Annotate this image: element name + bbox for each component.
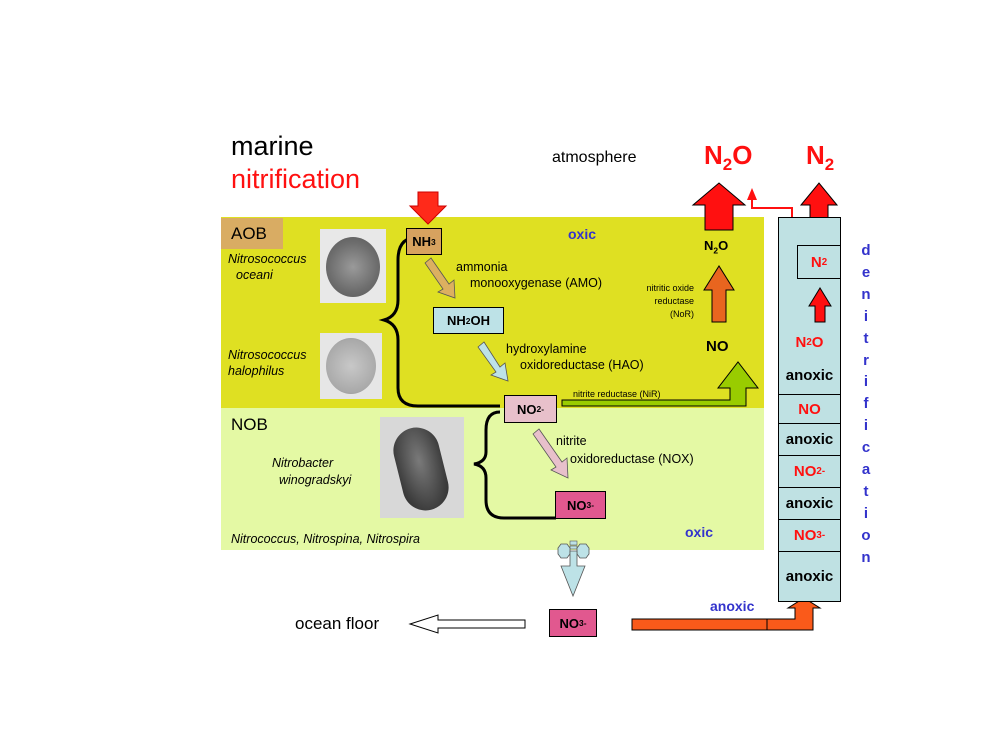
letter: i [863, 373, 869, 391]
letter: n [861, 285, 871, 303]
nob-other-genera: Nitrococcus, Nitrospina, Nitrospira [231, 532, 420, 546]
aob-brace [378, 235, 500, 408]
micrograph-nitrobacter-winogradskyi [380, 417, 464, 518]
ocean-floor-label: ocean floor [295, 614, 380, 633]
letter: d [861, 242, 871, 259]
letter: e [861, 263, 871, 281]
amo-arrow-icon [424, 257, 456, 299]
nob-brace [473, 410, 556, 520]
nir-arrow-icon [561, 361, 760, 407]
aob-label: AOB [221, 218, 283, 249]
column-cell-anoxic: anoxic [785, 366, 834, 384]
denitrification-vertical-label: d e n i t r i f i c a t i o n [856, 240, 876, 569]
n2o-atmosphere-label: N2O [704, 140, 753, 175]
letter: a [861, 461, 871, 479]
bottom-anoxic-label: anoxic [710, 598, 755, 614]
nor-arrow-icon [703, 265, 735, 323]
nox-arrow-icon [532, 428, 569, 479]
letter: n [861, 548, 871, 566]
n2o-intermediate-label: N2O [704, 238, 729, 256]
n2o-to-n2-arrow-icon [808, 287, 832, 323]
nob-zone [221, 408, 764, 550]
title-marine: marine [231, 131, 314, 161]
letter: c [861, 439, 871, 457]
column-cell-anoxic: anoxic [779, 551, 840, 601]
letter: t [863, 482, 869, 500]
enzyme-nir: nitrite reductase (NiR) [573, 389, 661, 399]
letter: t [863, 329, 869, 347]
aob-oxic-label: oxic [568, 226, 597, 242]
column-cell-anoxic: anoxic [779, 487, 840, 519]
left-disc-icon [557, 543, 571, 559]
column-cell-no: NO [779, 394, 840, 423]
right-disc-icon [576, 543, 590, 559]
letter: i [863, 417, 869, 435]
ocean-floor-arrow-icon [408, 614, 526, 634]
letter: r [863, 351, 869, 369]
n2o-leak-arrowhead-icon [747, 188, 757, 200]
nob-oxic-label: oxic [685, 524, 714, 540]
letter: i [863, 504, 869, 522]
nob-label: NOB [231, 415, 268, 434]
input-arrow-icon [408, 191, 448, 225]
n2o-escape-arrow-icon [691, 182, 747, 231]
column-cell-anoxic: anoxic [779, 423, 840, 455]
hao-arrow-icon [477, 341, 509, 382]
atmosphere-label: atmosphere [552, 149, 637, 166]
no-intermediate-label: NO [706, 338, 729, 355]
micrograph-nitrosococcus-halophilus [320, 333, 382, 399]
letter: f [863, 395, 869, 413]
letter: o [861, 526, 871, 544]
micrograph-nitrosococcus-oceani [320, 229, 386, 303]
letter: i [863, 307, 869, 325]
column-arrow-layer [808, 287, 832, 323]
n2-atmosphere-label: N2 [806, 140, 835, 175]
anoxic-arrow-icon [631, 597, 822, 631]
title-nitrification: nitrification [231, 164, 361, 194]
sinking-arrow-icon [560, 550, 586, 598]
